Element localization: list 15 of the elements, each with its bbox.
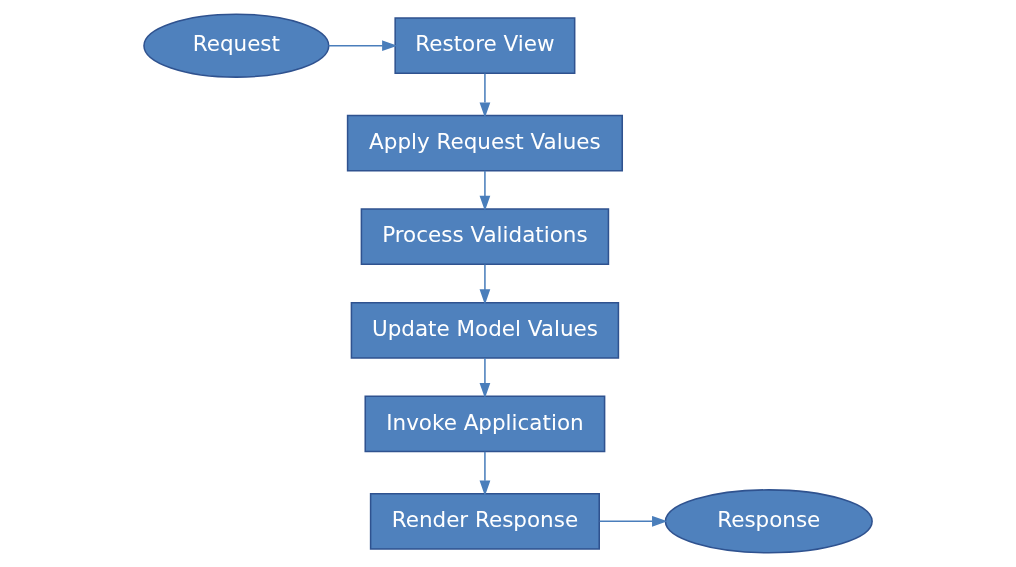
arrow xyxy=(479,450,491,496)
node-box: Invoke Application xyxy=(364,395,606,453)
node-box: Render Response xyxy=(369,492,600,550)
node-box: Restore View xyxy=(394,17,576,75)
node-box: Apply Request Values xyxy=(346,114,623,172)
node-box: Update Model Values xyxy=(350,301,620,359)
node-ellipse: Request xyxy=(143,13,330,78)
arrow xyxy=(327,40,398,52)
arrow xyxy=(479,357,491,399)
node-ellipse: Response xyxy=(664,489,873,554)
arrow xyxy=(479,72,491,118)
arrow xyxy=(479,170,491,212)
arrow xyxy=(598,515,668,527)
arrow xyxy=(479,263,491,305)
node-box: Process Validations xyxy=(360,208,610,266)
